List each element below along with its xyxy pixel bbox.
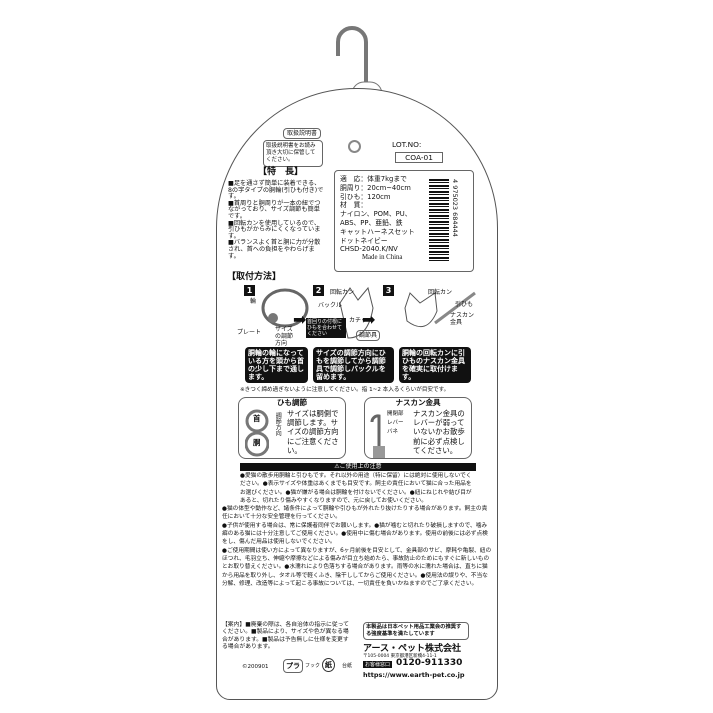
feature-item: ■足を通さず簡単に装着できる、8の字タイプの胴輪(引ひも付き)です。 [228, 180, 324, 201]
feature-item: ■首周りと胴周りが一本の紐でつながっており、サイズ調節も簡単です。 [228, 199, 321, 220]
harness-illustration [261, 286, 476, 339]
manual-note: 取扱説明書をお読み頂き大切に保管してください。 [263, 140, 323, 167]
barcode [429, 179, 449, 263]
spec-row: 引ひも：120cm [340, 192, 391, 201]
caution-paragraph: ●猫の体型や動作など、諸条件によって胴輪や引ひもが外れたり抜けたりする場合があり… [222, 506, 488, 521]
nasukan-labels: 開閉部レバーバネ [387, 410, 404, 437]
spec-row: 適 応：体重7kgまで [340, 175, 407, 183]
himo-box: ひも調節 首 胴 調節方向 サイズは胴側で調節します。サイズの調節方向にご注意く… [238, 397, 346, 459]
step2-note: 首回りの付根にひもを合わせてください [306, 318, 346, 338]
website-link[interactable]: https://www.earth-pet.co.jp [363, 671, 465, 679]
caution-paragraph: ●子供が使用する場合は、常に保護者同伴でお願いします。●猫が噛むと切れたり破損し… [222, 522, 488, 546]
spec-row: ナイロン、POM、PU、 [340, 210, 412, 219]
company-address: 〒105-0004 東京都港区新橋4-11-1 [363, 654, 437, 659]
features-list: ■足を通さず簡単に装着できる、8の字タイプの胴輪(引ひも付き)です。 ■首周りと… [228, 180, 324, 260]
direction-label: 調節方向 [274, 412, 282, 436]
spec-row: 材 質： [340, 201, 368, 210]
recycle-label: フック [305, 663, 321, 669]
caution-paragraph: ●ご使用期間は使い方によって異なりますが、6ヶ月前後を目安として、金具部のサビ、… [222, 547, 492, 587]
step1-label: プレート [237, 329, 262, 336]
spec-row: キャットハーネスセット [340, 227, 415, 236]
step2-label: カチッ [349, 317, 368, 324]
company-name: アース・ペット株式会社 [363, 644, 462, 654]
lot-value: COA-01 [395, 152, 443, 164]
recycle-label: 台紙 [342, 663, 353, 669]
caution-paragraph: ●愛猫の散歩用胴輪と引ひもです。それ以外の用途（特に保留）には絶対に使用しないで… [240, 473, 472, 504]
snap-hook-icon [370, 414, 385, 458]
step1-label: 輪 [250, 298, 257, 305]
part-label: 開閉部 [387, 411, 404, 417]
spec-row: ドットネイビー [340, 236, 388, 245]
step3-label: 回転カン [428, 289, 453, 296]
himo-title: ひも調節 [277, 398, 307, 407]
spec-box: 適 応：体重7kgまで 胴周り：20cm~40cm 引ひも：120cm 材 質：… [334, 170, 474, 272]
feature-item: ■バランスよく首と胴に力が分散され、首への負担をやわらげます。 [228, 239, 321, 260]
association-note: 本製品は日本ペット用品工業会の推奨する強度基準を満たしています [363, 622, 469, 640]
manual-tag: 取扱説明書 [283, 128, 322, 140]
step-number: 1 [244, 285, 255, 296]
spec-row: ABS、PP、亜鉛、鉄 [340, 218, 403, 227]
package-card [216, 88, 498, 700]
hang-hole [348, 140, 361, 153]
footer-notes: 【案内】■廃棄の際は、各自治体の指示に従ってください。■製品により、サイズや色が… [222, 622, 349, 651]
nasukan-box: ナスカン金具 開閉部レバーバネ ナスカン金具のレバーが弱っていないかお散歩前に必… [364, 397, 472, 459]
contact-tag: お客様窓口 [363, 661, 393, 668]
spec-row: 胴周り：20cm~40cm [340, 183, 411, 192]
step2-label: 回転カン [330, 289, 355, 296]
step2-label: バックル [318, 302, 342, 309]
step-number: 2 [313, 285, 324, 296]
arrow-right-icon: ➡ [293, 310, 307, 329]
barcode-number: 4 975023 684444 [451, 179, 459, 237]
caution-body: ●愛猫の散歩用胴輪と引ひもです。それ以外の用途（特に保留）には絶対に使用しないで… [222, 472, 492, 588]
himo-text: サイズは胴側で調節します。サイズの調節方向にご注意ください。 [287, 409, 339, 455]
step1-label: サイズの調節方向 [275, 326, 294, 347]
lot-label: LOT.NO: [392, 140, 422, 149]
nasukan-title: ナスカン金具 [395, 398, 441, 407]
neck-label: 首 [253, 414, 261, 423]
recycle-plastic-icon: プラ [283, 659, 303, 673]
features-title: 【特 長】 [258, 167, 304, 177]
spec-rows: 適 応：体重7kgまで 胴周り：20cm~40cm 引ひも：120cm 材 質：… [340, 175, 426, 263]
origin-text: Made in China [362, 254, 403, 262]
howto-note: ※きつく締め過ぎないように注意してください。指 1~2 本入るくらいが目安です。 [240, 387, 450, 393]
copyright: ©200901 [242, 664, 269, 670]
phone-number: 0120-911330 [396, 658, 463, 668]
recycle-paper-icon: 紙 [322, 658, 335, 672]
step2-label: 調節具 [356, 330, 381, 342]
spec-row: CHSD-2040.K/NV [340, 245, 398, 254]
caution-title: ⚠ご使用上の注意 [240, 463, 476, 471]
part-label: バネ [387, 429, 399, 435]
feature-item: ■回転カンを使用しているので、引ひもがからみにくくなっています。 [228, 219, 321, 240]
step1-text: 胴輪の輪になっている方を頭から首の少し下まで通します。 [245, 347, 308, 383]
arrow-right-icon: ➡ [362, 310, 376, 329]
howto-title: 【取付方法】 [227, 272, 282, 282]
step3-text: 胴輪の回転カンに引ひものナスカン金具を確実に取付けます。 [399, 347, 471, 383]
body-label: 胴 [253, 438, 261, 447]
step-number: 3 [383, 285, 394, 296]
figure-eight-harness-icon [245, 409, 269, 457]
part-label: レバー [387, 420, 404, 426]
step3-label: ナスカン金具 [450, 312, 475, 326]
step2-text: サイズの調節方向にひもを調節してから調節具で調節しバックルを留めます。 [313, 347, 394, 383]
nasukan-text: ナスカン金具のレバーが弱っていないかお散歩前に必ず点検してください。 [413, 409, 465, 455]
step3-label: 引ひも [455, 301, 474, 308]
